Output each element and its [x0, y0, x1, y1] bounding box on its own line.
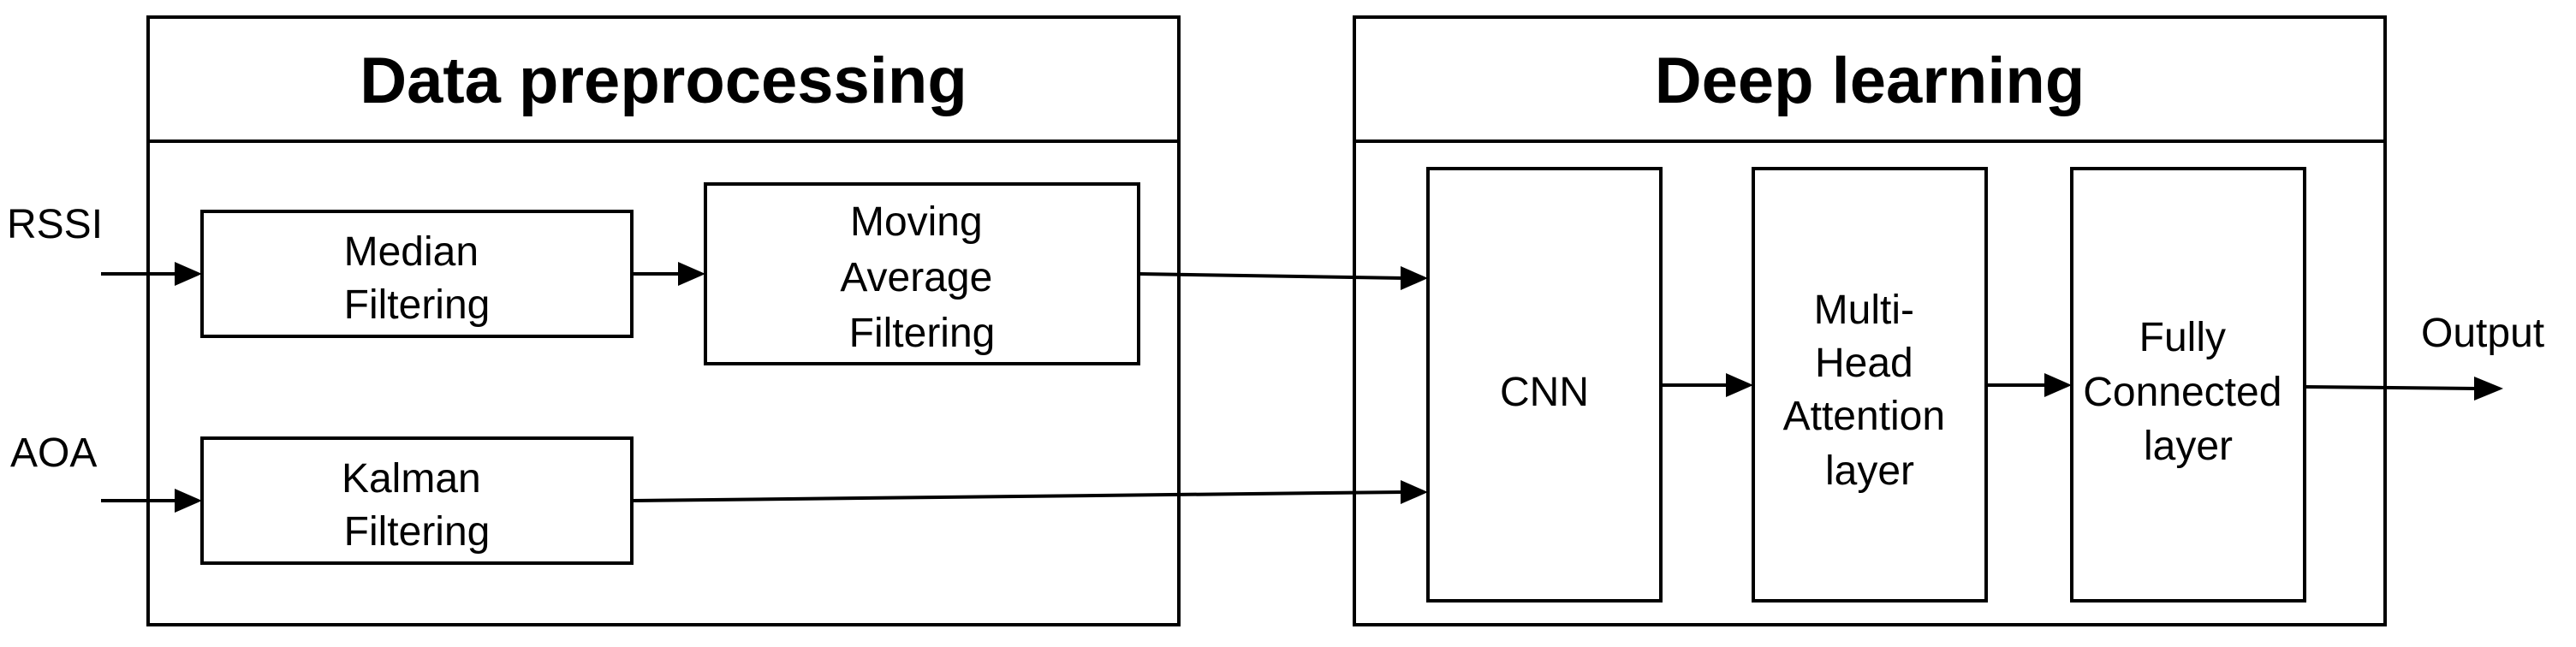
rssi-to-median-arrowhead-icon [175, 262, 202, 286]
kalman-to-cnn-arrowhead-icon [1401, 480, 1428, 504]
moving-average-to-cnn-arrowhead-icon [1401, 266, 1428, 290]
fully-connected-to-output-arrowhead-icon [2474, 377, 2503, 401]
multi-head-attention-block: Multi- Head Attention layer [1752, 167, 1988, 602]
multi-head-attention-label: Multi- Head Attention layer [1783, 288, 1957, 494]
median-to-moving-average-arrowhead-icon [678, 262, 705, 286]
kalman-filtering-block: Kalman Filtering [200, 436, 634, 565]
moving-average-filtering-label: Moving Average Filtering [840, 199, 1003, 356]
moving-average-filtering-block: Moving Average Filtering [704, 182, 1140, 365]
aoa-input-label: AOA [10, 430, 97, 476]
median-filtering-label: Median Filtering [344, 229, 491, 328]
attention-to-fully-connected-arrowhead-icon [2044, 373, 2072, 397]
fully-connected-layer-label: Fully Connected layer [2083, 315, 2293, 469]
kalman-to-cnn-arrow [631, 490, 1405, 502]
output-label: Output [2421, 311, 2544, 356]
rssi-input-label: RSSI [7, 202, 103, 247]
deep-learning-title: Deep learning [1655, 45, 2085, 117]
fully-connected-layer-block: Fully Connected layer [2070, 167, 2306, 602]
preprocessing-title: Data preprocessing [360, 45, 967, 117]
moving-average-to-cnn-arrow [1138, 272, 1405, 280]
median-filtering-block: Median Filtering [200, 210, 634, 338]
fully-connected-to-output-arrow [2304, 385, 2477, 390]
aoa-to-kalman-arrowhead-icon [175, 489, 202, 513]
cnn-to-attention-arrowhead-icon [1726, 373, 1753, 397]
cnn-label: CNN [1500, 370, 1589, 415]
kalman-filtering-label: Kalman Filtering [342, 456, 492, 555]
connectors [101, 262, 2503, 513]
cnn-block: CNN [1426, 167, 1663, 602]
